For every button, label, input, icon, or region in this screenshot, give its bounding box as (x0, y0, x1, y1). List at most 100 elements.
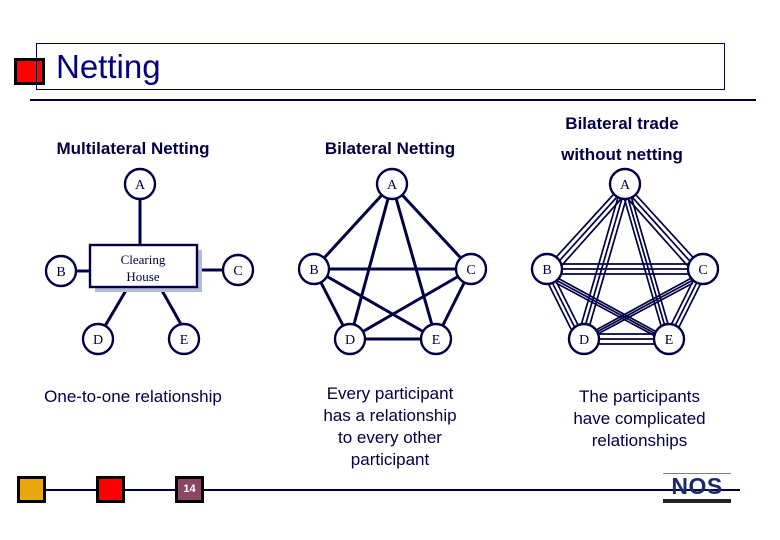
logo-text: NOS (671, 473, 723, 499)
edge-b-e (553, 278, 668, 341)
node-d-label: D (579, 333, 589, 348)
node-d-circle (567, 322, 601, 356)
node-d-label: D (345, 333, 355, 348)
diagram-multilateral-netting: Clearing House A B C D E (20, 160, 280, 370)
footer-divider (18, 489, 740, 491)
clearing-house-label-line2: House (126, 269, 159, 284)
page-number-badge: 14 (175, 476, 204, 503)
nos-logo: NOS (663, 473, 733, 505)
node-c: C (221, 253, 255, 287)
edge-a-d (577, 186, 622, 337)
title-bullet-icon (14, 58, 45, 85)
node-c: C (686, 252, 720, 286)
node-d-circle (81, 322, 115, 356)
node-b-circle (44, 254, 78, 288)
node-b-label: B (56, 265, 65, 280)
clearing-house-box (88, 243, 199, 289)
edges-complete-graph (312, 182, 473, 341)
edge-a-d (348, 183, 394, 340)
node-d: D (567, 322, 601, 356)
caption-trade-line3: relationships (591, 431, 688, 450)
caption-bilateral: Every participant has a relationship to … (290, 383, 490, 471)
node-c-circle (454, 252, 488, 286)
footer-square-gold-icon[interactable] (17, 476, 46, 503)
node-b: B (297, 252, 331, 286)
node-a-circle (375, 167, 409, 201)
edge-a-c (390, 182, 473, 271)
title-box (36, 43, 725, 90)
node-a: A (375, 167, 409, 201)
edge-d-hub (103, 286, 130, 327)
clearing-house-label-line1: Clearing (121, 252, 166, 267)
heading-bilateral-trade-line1: Bilateral trade (565, 114, 679, 133)
node-d: D (81, 322, 115, 356)
edge-a-b (312, 182, 394, 271)
node-d-circle (333, 322, 367, 356)
edges-multi-complete-graph (542, 183, 707, 345)
node-a-circle (608, 167, 642, 201)
heading-spacer (522, 135, 722, 144)
title-divider (30, 99, 756, 101)
node-a-label: A (135, 178, 146, 193)
node-b: B (530, 252, 564, 286)
edge-a-c (619, 189, 695, 274)
edge-a-c (622, 186, 698, 270)
heading-multilateral-netting: Multilateral Netting (56, 139, 210, 158)
node-e: E (167, 322, 201, 356)
node-c-label: C (233, 264, 242, 279)
node-e-label: E (665, 333, 674, 348)
logo-bottom-bar (663, 499, 731, 503)
caption-trade: The participants have complicated relati… (522, 386, 757, 452)
node-c-label: C (698, 263, 707, 278)
edge-a-e (620, 186, 665, 337)
caption-bilateral-line1: Every participant (326, 384, 454, 403)
caption-bilateral-line2: has a relationship (323, 406, 457, 425)
edge-c-d (581, 278, 696, 341)
node-e-circle (167, 322, 201, 356)
edge-a-e (624, 187, 669, 338)
node-e-label: E (180, 333, 189, 348)
caption-trade-line1: The participants (579, 387, 700, 406)
heading-bilateral-netting: Bilateral Netting (324, 139, 456, 158)
node-e-circle (652, 322, 686, 356)
node-b-label: B (309, 263, 318, 278)
edge-b-e (551, 274, 665, 337)
node-b-circle (530, 252, 564, 286)
edge-a-c (625, 183, 701, 266)
node-e: E (419, 322, 453, 356)
node-d: D (333, 322, 367, 356)
node-b-label: B (542, 263, 551, 278)
node-c-circle (686, 252, 720, 286)
edge-e-hub (158, 286, 184, 327)
edge-a-b (554, 189, 630, 274)
node-c-circle (221, 253, 255, 287)
node-e-circle (419, 322, 453, 356)
diagram-bilateral-trade: A B C D E (522, 160, 737, 370)
node-c-label: C (466, 263, 475, 278)
node-e-label: E (432, 333, 441, 348)
node-e: E (652, 322, 686, 356)
edge-c-d (349, 267, 472, 341)
edge-a-d (581, 187, 626, 338)
edge-b-e (313, 267, 437, 341)
node-c: C (454, 252, 488, 286)
node-a-circle (123, 167, 157, 201)
node-b-circle (297, 252, 331, 286)
node-a-label: A (387, 178, 398, 193)
heading-bilateral-trade-line2: without netting (561, 145, 683, 164)
edge-c-d (584, 274, 698, 337)
logo-top-rule (663, 473, 731, 474)
heading-bilateral-trade: Bilateral trade without netting (522, 113, 722, 166)
caption-multilateral-line1: One-to-one relationship (44, 387, 222, 406)
caption-bilateral-line4: participant (350, 450, 430, 469)
page-title: Netting (56, 48, 161, 85)
edge-a-e (390, 183, 438, 340)
edge-a-b (551, 186, 627, 270)
node-a-label: A (620, 178, 631, 193)
caption-bilateral-line3: to every other (338, 428, 442, 447)
caption-multilateral: One-to-one relationship (13, 386, 253, 408)
footer-square-red-icon[interactable] (96, 476, 125, 503)
edge-a-b (548, 183, 624, 266)
diagram-bilateral-netting: A B C D E (290, 160, 505, 370)
